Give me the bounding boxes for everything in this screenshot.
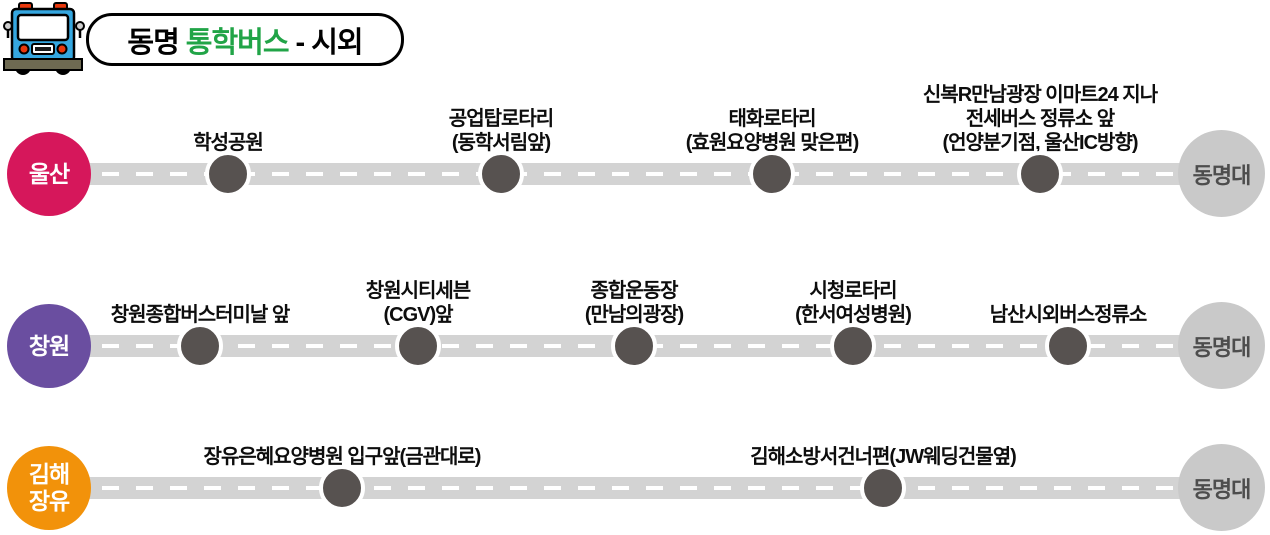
stop-label: 남산시외버스정류소 xyxy=(989,303,1148,327)
stop-label-line: 남산시외버스정류소 xyxy=(989,304,1148,326)
stop-dot xyxy=(1045,323,1091,369)
stop-label-line: (한서여성병원) xyxy=(795,304,912,326)
stop-label: 태화로타리(효원요양병원 맞은편) xyxy=(685,107,859,155)
stop-dot xyxy=(830,323,876,369)
origin-label-line: 장유 xyxy=(28,488,70,514)
stop-label-line: 시청로타리 xyxy=(809,280,897,302)
stop-label: 장유은혜요양병원 입구앞(금관대로) xyxy=(203,445,482,469)
stop-label: 종합운동장(만남의광장) xyxy=(584,279,684,327)
terminus-circle: 동명대 xyxy=(1178,444,1265,531)
stop-dot xyxy=(395,323,441,369)
road-center-dashes xyxy=(102,486,1202,490)
route-origin-badge: 창원 xyxy=(7,304,91,388)
stop-dot xyxy=(611,323,657,369)
terminus-circle: 동명대 xyxy=(1178,302,1265,389)
stop-label-line: 공업탑로타리 xyxy=(448,108,554,130)
title-suffix: - 시외 xyxy=(295,26,364,59)
stop-dot xyxy=(749,151,795,197)
stop-label-line: 장유은혜요양병원 입구앞(금관대로) xyxy=(203,446,482,468)
stop-label: 창원종합버스터미날 앞 xyxy=(110,303,291,327)
stop-label-line: (효원요양병원 맞은편) xyxy=(685,132,859,154)
route-origin-badge: 울산 xyxy=(7,132,91,216)
road-bar xyxy=(80,477,1236,499)
bus-front-icon xyxy=(1,1,89,84)
stop-dot xyxy=(860,465,906,511)
stop-label-line: (만남의광장) xyxy=(584,304,684,326)
title-prefix: 동명 xyxy=(127,26,179,59)
stop-label-line: 창원시티세븐 xyxy=(365,280,471,302)
stop-label-line: 태화로타리 xyxy=(728,108,816,130)
stop-dot xyxy=(177,323,223,369)
stop-label-line: 신복R만남광장 이마트24 지나 xyxy=(922,84,1158,106)
origin-label-line: 창원 xyxy=(28,332,70,359)
title-highlight: 통학버스 xyxy=(185,26,290,59)
stop-dot xyxy=(319,465,365,511)
stop-label-line: (언양분기점, 울산IC방향) xyxy=(942,132,1138,154)
terminus-circle: 동명대 xyxy=(1178,130,1265,217)
origin-label-line: 울산 xyxy=(28,160,70,187)
road-bar xyxy=(80,163,1236,185)
stop-label-line: 창원종합버스터미날 앞 xyxy=(110,304,291,326)
stop-label: 창원시티세븐(CGV)앞 xyxy=(365,279,471,327)
origin-label-line: 김해 xyxy=(28,461,70,487)
terminus-label: 동명대 xyxy=(1192,476,1252,502)
terminus-label: 동명대 xyxy=(1192,334,1252,360)
stop-label-line: 종합운동장 xyxy=(590,280,678,302)
stop-label-line: 김해소방서건너편(JW웨딩건물옆) xyxy=(750,446,1017,468)
stop-label-line: 학성공원 xyxy=(193,132,264,154)
stop-dot xyxy=(1017,151,1063,197)
stop-label-line: (동학서림앞) xyxy=(451,132,551,154)
stop-label: 시청로타리(한서여성병원) xyxy=(795,279,912,327)
road-center-dashes xyxy=(102,172,1202,176)
stop-dot xyxy=(205,151,251,197)
stop-label: 공업탑로타리(동학서림앞) xyxy=(448,107,554,155)
stop-label-line: (CGV)앞 xyxy=(383,304,453,326)
terminus-label: 동명대 xyxy=(1192,162,1252,188)
stop-dot xyxy=(478,151,524,197)
stop-label: 학성공원 xyxy=(193,131,264,155)
stop-label: 김해소방서건너편(JW웨딩건물옆) xyxy=(750,445,1017,469)
page-title: 동명 통학버스 - 시외 xyxy=(86,13,404,66)
stop-label-line: 전세버스 정류소 앞 xyxy=(965,108,1115,130)
